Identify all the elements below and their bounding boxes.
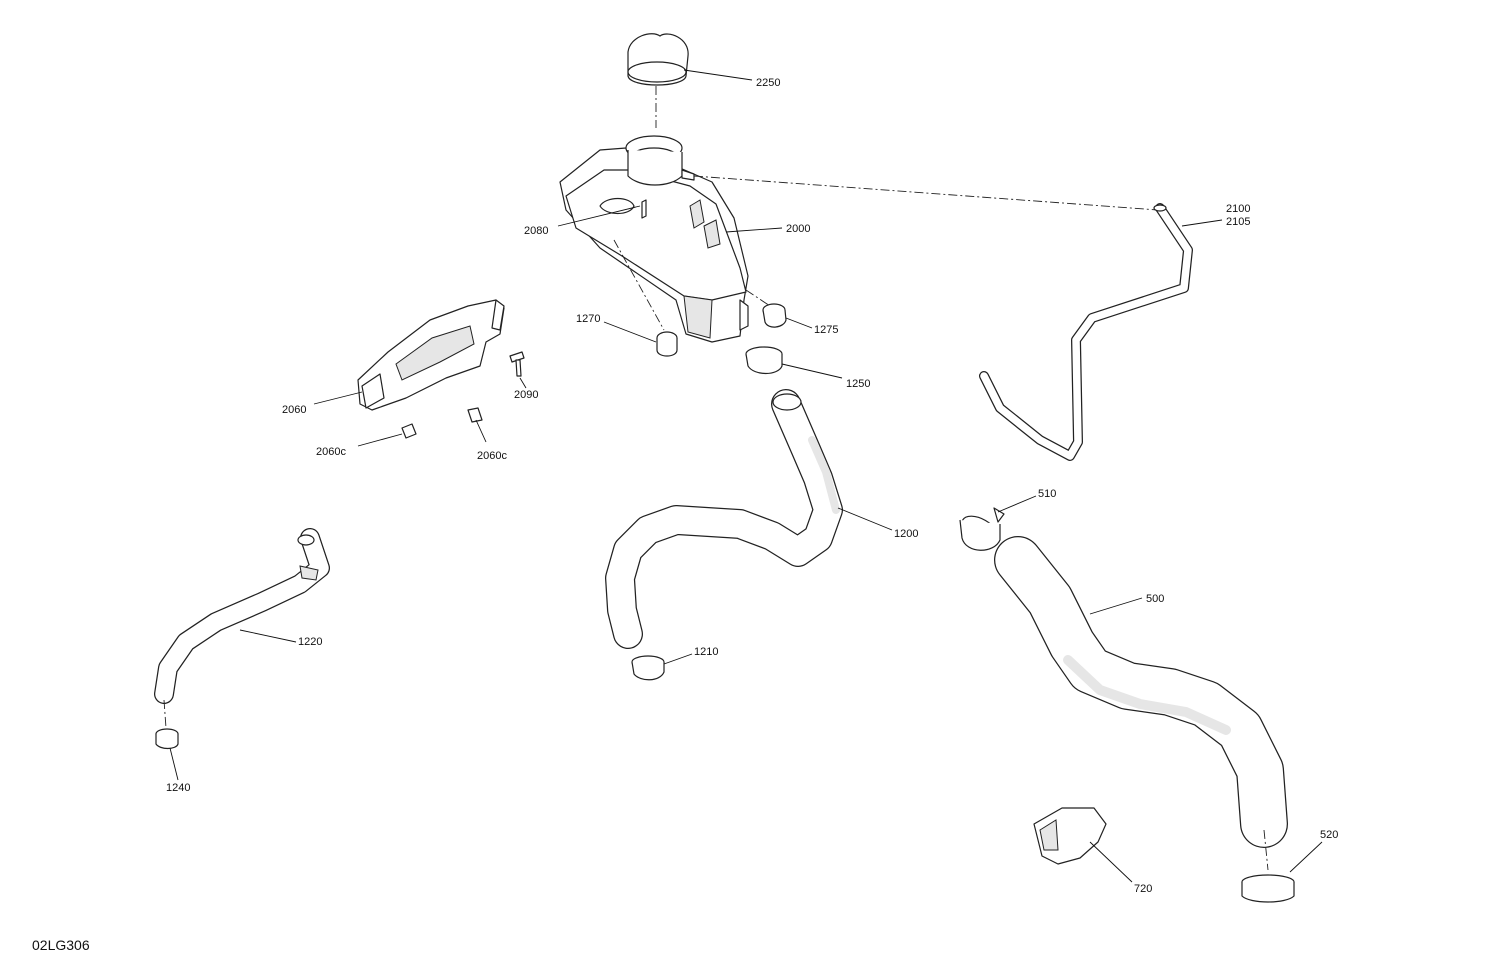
leader-2060c-b <box>475 419 487 443</box>
leader-1220 <box>239 629 297 643</box>
callout-2100: 2100 <box>1226 203 1250 215</box>
leader-1210 <box>663 653 693 665</box>
bracket-2060-part <box>357 299 505 411</box>
clamp-720-part <box>1033 807 1107 865</box>
leader-2090 <box>519 377 527 389</box>
clamp-1210-part <box>631 655 665 681</box>
vent-hose-part <box>979 203 1193 461</box>
callout-2080: 2080 <box>524 225 548 237</box>
clamp-1270-part <box>613 239 678 357</box>
diagram-reference-code: 02LG306 <box>32 937 90 953</box>
leader-1275 <box>785 317 813 329</box>
grommet-2060c-a-part <box>401 423 417 439</box>
leader-1240 <box>169 747 179 781</box>
callout-1240: 1240 <box>166 782 190 794</box>
leader-520 <box>1289 841 1323 873</box>
leader-2000 <box>725 227 783 233</box>
grommet-2060c-b-part <box>467 407 483 423</box>
coolant-reservoir-part <box>559 135 749 343</box>
clamp-1275-part <box>745 289 787 328</box>
clamp-520-part <box>1241 829 1295 903</box>
bolt-2090-part <box>509 351 525 377</box>
leader-1270 <box>603 321 657 343</box>
callout-2060c-a: 2060c <box>316 446 346 458</box>
callout-500: 500 <box>1146 593 1164 605</box>
callout-1210: 1210 <box>694 646 718 658</box>
callout-2090: 2090 <box>514 389 538 401</box>
leader-2060c-a <box>357 433 403 447</box>
leader-510 <box>997 495 1037 513</box>
callout-1200: 1200 <box>894 528 918 540</box>
leader-2080 <box>557 205 641 227</box>
hose-1220-part <box>154 528 330 704</box>
clamp-1250-part <box>745 346 783 375</box>
leader-500 <box>1089 597 1143 615</box>
leader-2250 <box>683 69 753 81</box>
callout-1220: 1220 <box>298 636 322 648</box>
callout-520: 520 <box>1320 829 1338 841</box>
callout-1250: 1250 <box>846 378 870 390</box>
leader-1200 <box>837 507 893 531</box>
callout-2105: 2105 <box>1226 216 1250 228</box>
clamp-1240-part <box>155 699 179 750</box>
hose-500-part <box>994 536 1288 848</box>
callout-2250: 2250 <box>756 77 780 89</box>
callout-720: 720 <box>1134 883 1152 895</box>
clamp-510-part <box>959 507 1005 551</box>
callout-2060c-b: 2060c <box>477 450 507 462</box>
leader-1250 <box>781 363 843 379</box>
radiator-cap-part <box>627 33 689 128</box>
vent-line-indicator <box>693 175 1159 211</box>
leader-720 <box>1089 841 1133 883</box>
callout-2000: 2000 <box>786 223 810 235</box>
leader-2100 <box>1181 219 1223 227</box>
callout-510: 510 <box>1038 488 1056 500</box>
callout-1275: 1275 <box>814 324 838 336</box>
hose-1200-part <box>605 389 843 649</box>
callout-1270: 1270 <box>576 313 600 325</box>
leader-2060 <box>313 391 363 405</box>
callout-2060: 2060 <box>282 404 306 416</box>
